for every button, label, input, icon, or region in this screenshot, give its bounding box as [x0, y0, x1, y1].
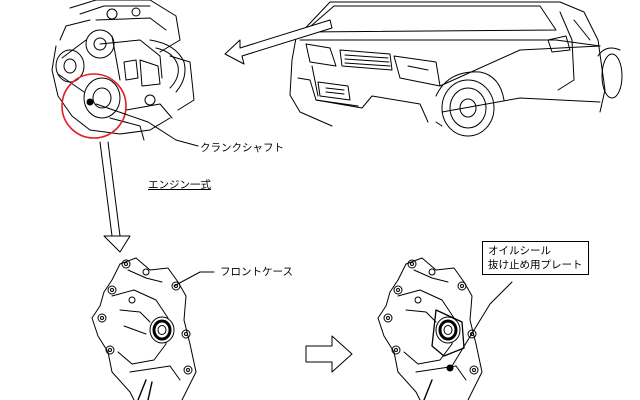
front-case-label: フロントケース: [220, 266, 293, 278]
retainer-plate-callout-box: オイルシール 抜け止め用プレート: [482, 241, 589, 275]
vehicle-drawing: [289, 1, 623, 137]
callout-arrow-engine-to-case: [99, 141, 131, 253]
callout-arrow-car-to-engine: [224, 19, 333, 65]
step-arrow-icon: [305, 335, 353, 373]
front-case-drawing: [91, 257, 197, 400]
retainer-plate-label-line1: オイルシール: [488, 245, 551, 257]
crankshaft-leader-line: [95, 103, 199, 147]
engine-assembly-label: エンジン一式: [148, 179, 211, 191]
front-case-with-plate-drawing: [377, 257, 483, 400]
engine-drawing: [51, 0, 195, 141]
front-case-leader-line: [173, 271, 215, 287]
retainer-plate-leader-line: [451, 281, 513, 367]
crankshaft-label: クランクシャフト: [200, 142, 284, 154]
crankshaft-highlight-circle: [61, 73, 127, 139]
retainer-plate-label-line2: 抜け止め用プレート: [488, 259, 583, 271]
